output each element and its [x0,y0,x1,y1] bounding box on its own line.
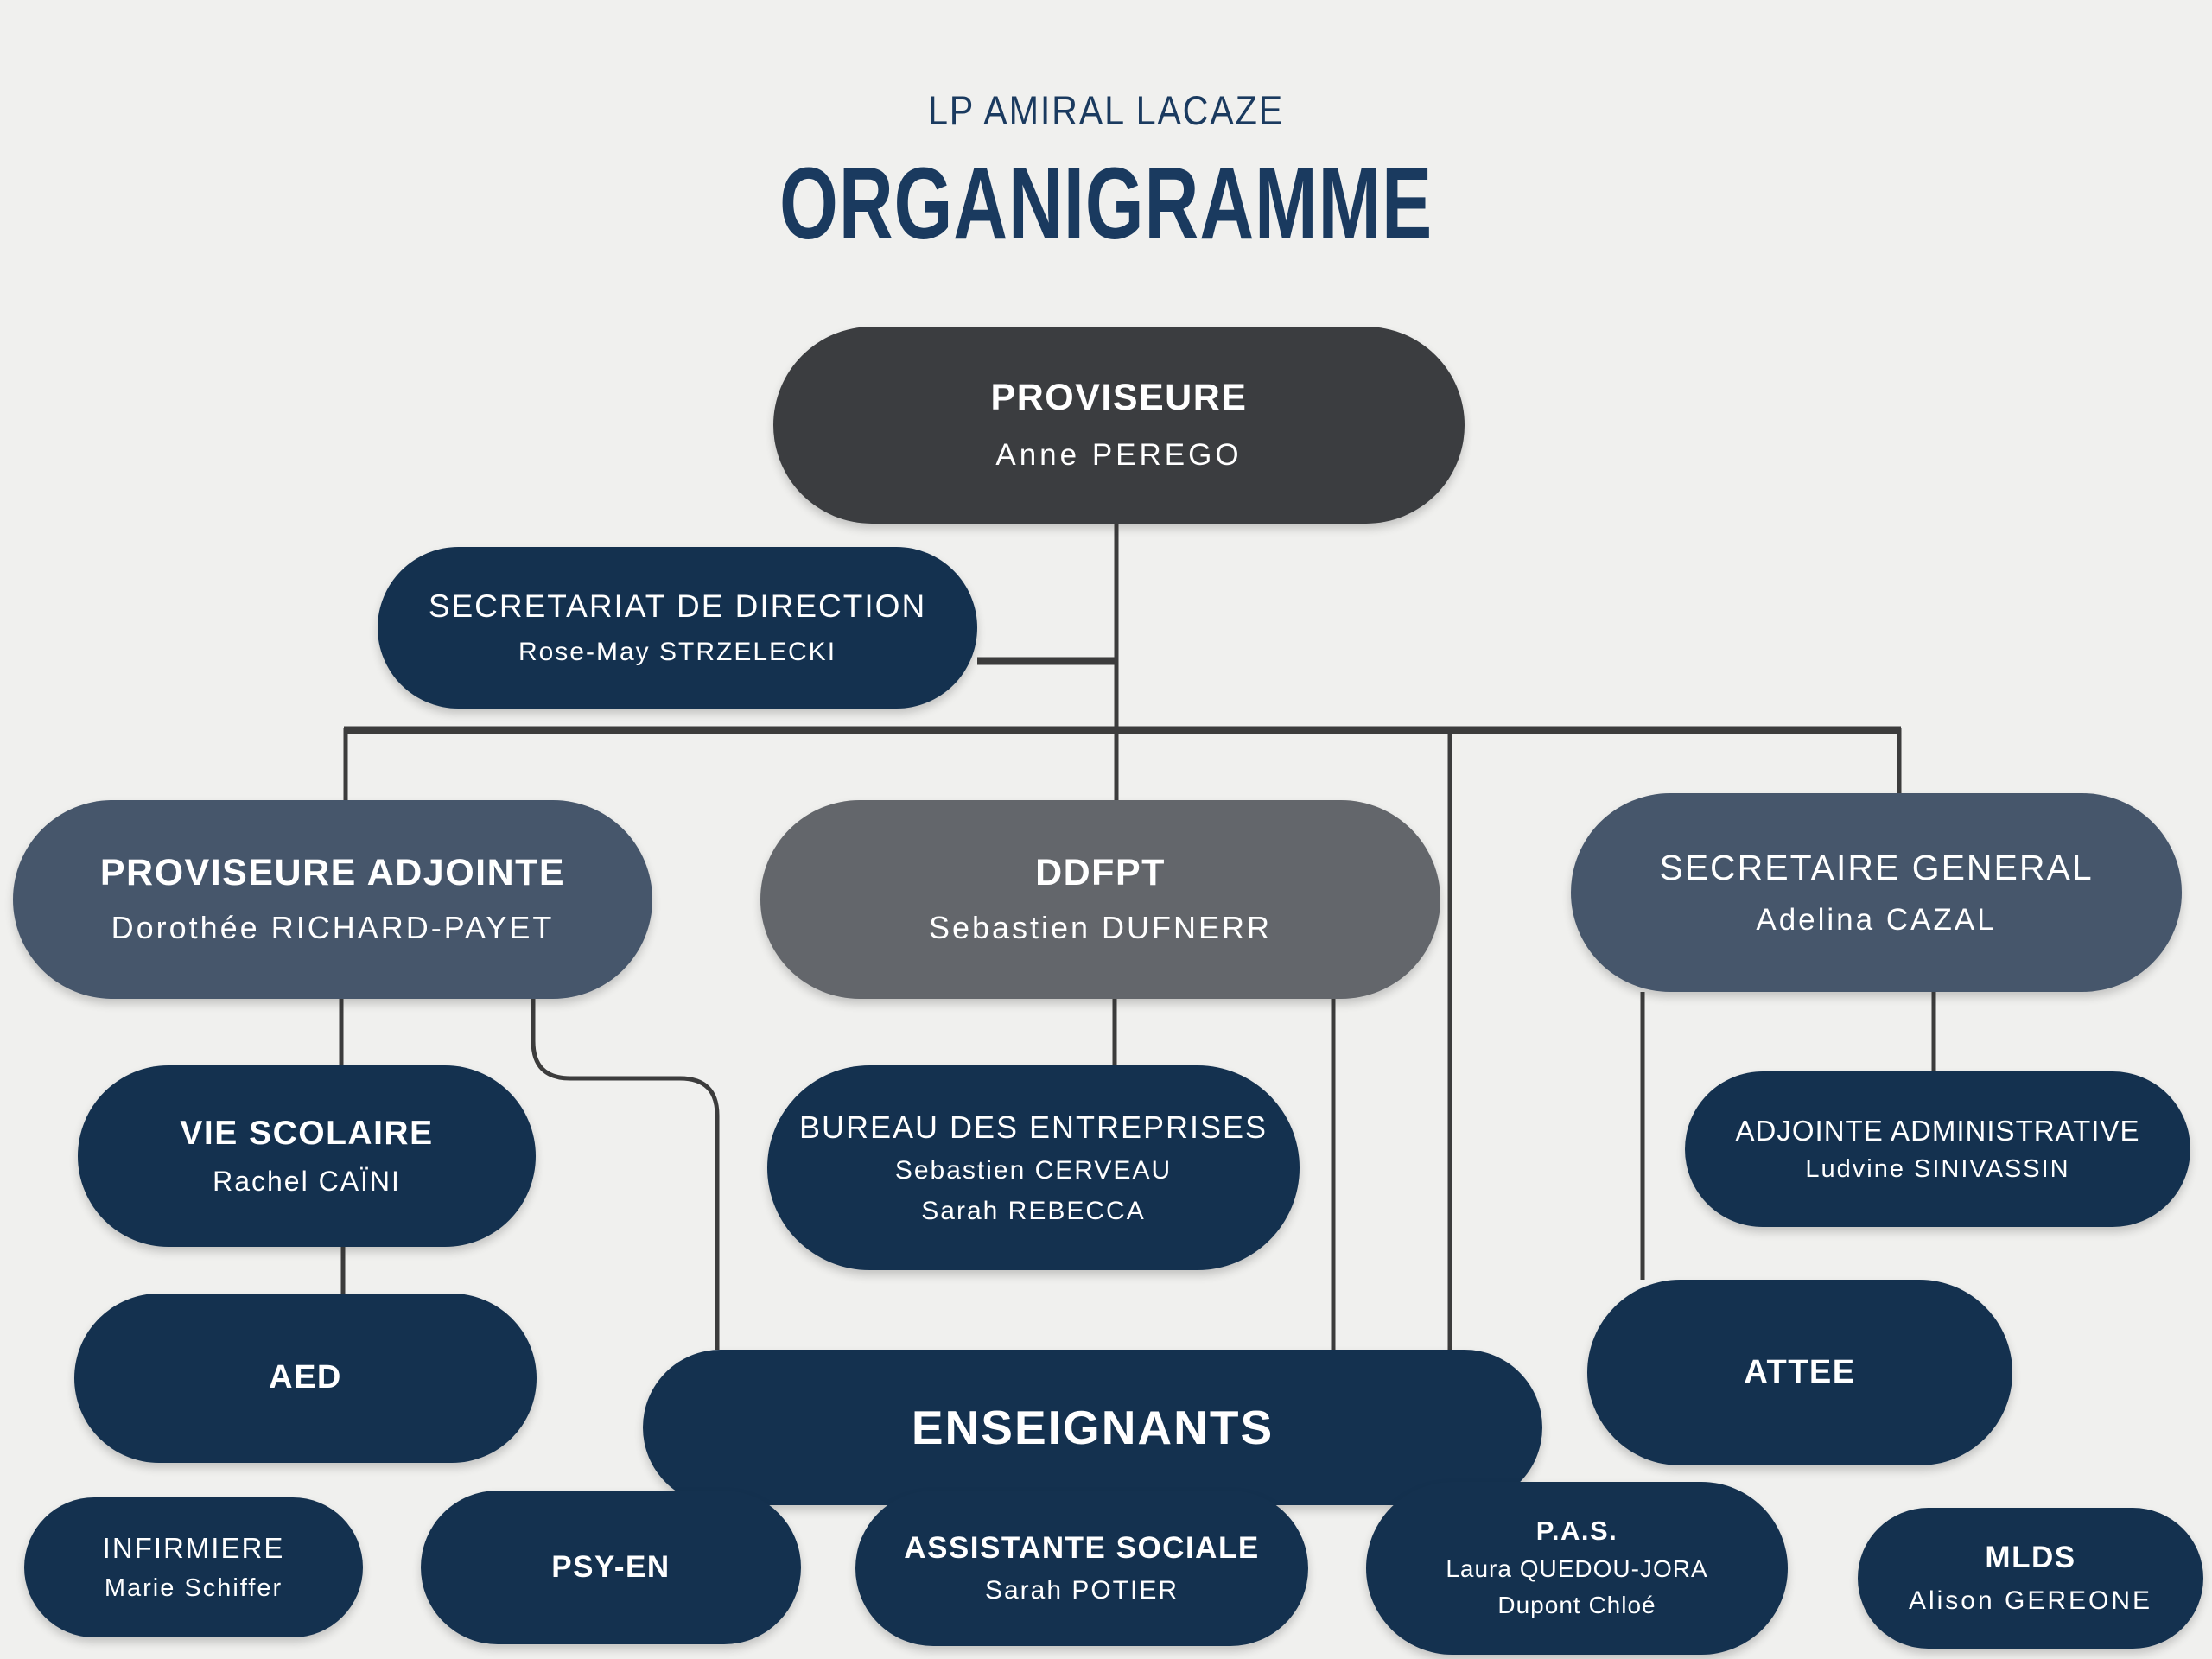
node-assistante-sociale: ASSISTANTE SOCIALE Sarah POTIER [855,1491,1308,1646]
person-name: Sarah POTIER [984,1576,1179,1605]
node-attee: ATTEE [1587,1280,2012,1465]
node-pas: P.A.S. Laura QUEDOU-JORA Dupont Chloé [1366,1482,1788,1655]
role-label: PSY-EN [551,1550,671,1585]
person-name: Adelina CAZAL [1756,902,1997,937]
node-bureau-entreprises: BUREAU DES ENTREPRISES Sebastien CERVEAU… [767,1065,1300,1270]
role-label: MLDS [1985,1541,2076,1575]
person-name: Sebastien DUFNERR [928,910,1273,946]
node-enseignants: ENSEIGNANTS [643,1350,1542,1505]
person-name: Ludvine SINIVASSIN [1805,1154,2070,1183]
node-vie-scolaire: VIE SCOLAIRE Rachel CAÏNI [78,1065,536,1247]
node-infirmiere: INFIRMIERE Marie Schiffer [24,1497,363,1637]
node-aed: AED [74,1294,537,1463]
role-label: PROVISEURE [990,377,1248,419]
page-title: ORGANIGRAMME [779,147,1433,261]
person-name: Alison GEREONE [1908,1586,2153,1615]
person-name: Dupont Chloé [1497,1592,1656,1619]
role-label: DDFPT [1035,851,1166,893]
node-proviseure-adjointe: PROVISEURE ADJOINTE Dorothée RICHARD-PAY… [13,800,652,999]
role-label: SECRETAIRE GENERAL [1659,847,2094,887]
node-mlds: MLDS Alison GEREONE [1858,1508,2203,1649]
role-label: BUREAU DES ENTREPRISES [798,1109,1268,1145]
role-label: PROVISEURE ADJOINTE [99,851,566,893]
role-label: AED [269,1359,342,1396]
connector-adjointe-enseignants [531,999,720,1350]
person-name: Marie Schiffer [104,1573,283,1602]
person-name: Sebastien CERVEAU [894,1156,1173,1185]
role-label: P.A.S. [1535,1516,1618,1547]
role-label: SECRETARIAT DE DIRECTION [428,588,927,624]
person-name: Anne PEREGO [995,438,1243,473]
person-name: Rose-May STRZELECKI [518,638,837,667]
role-label: ENSEIGNANTS [911,1400,1274,1454]
role-label: ASSISTANTE SOCIALE [904,1530,1260,1565]
node-adjointe-administrative: ADJOINTE ADMINISTRATIVE Ludvine SINIVASS… [1685,1071,2190,1227]
node-secretariat-direction: SECRETARIAT DE DIRECTION Rose-May STRZEL… [378,547,977,709]
node-proviseure: PROVISEURE Anne PEREGO [773,327,1465,524]
role-label: VIE SCOLAIRE [180,1114,434,1152]
person-name: Laura QUEDOU-JORA [1446,1554,1708,1582]
person-name: Sarah REBECCA [921,1197,1146,1225]
node-ddfpt: DDFPT Sebastien DUFNERR [760,800,1440,999]
role-label: ATTEE [1744,1353,1856,1390]
school-name: LP AMIRAL LACAZE [927,87,1285,133]
role-label: INFIRMIERE [102,1531,285,1564]
person-name: Rachel CAÏNI [213,1165,401,1197]
role-label: ADJOINTE ADMINISTRATIVE [1735,1114,2140,1147]
node-psy-en: PSY-EN [421,1491,801,1644]
person-name: Dorothée RICHARD-PAYET [111,910,555,946]
node-secretaire-general: SECRETAIRE GENERAL Adelina CAZAL [1571,793,2182,992]
